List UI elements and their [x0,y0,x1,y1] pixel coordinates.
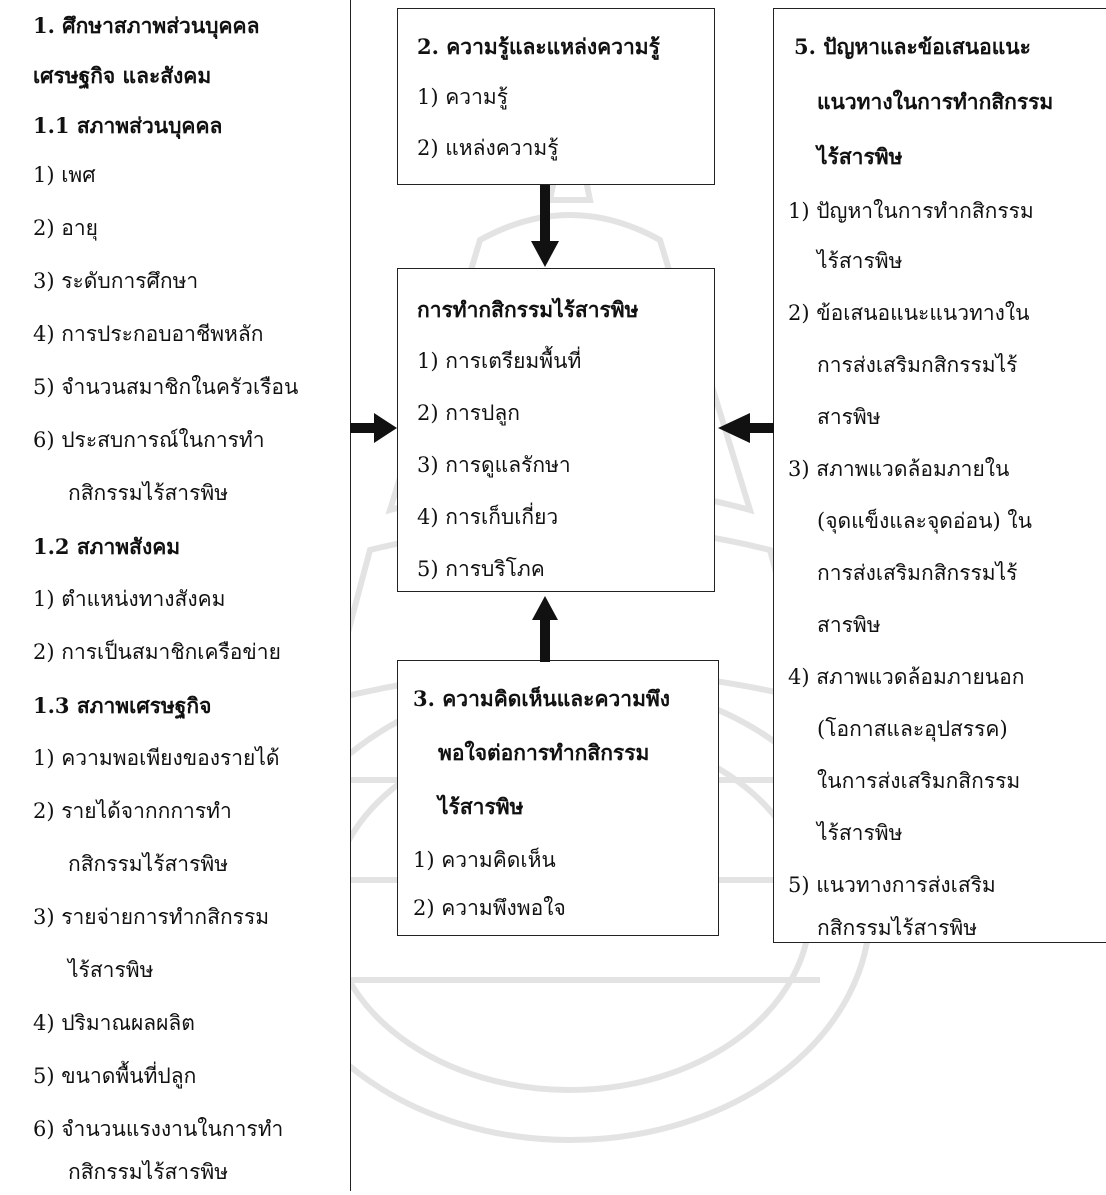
list-item: 2) ความพึงพอใจ [413,896,566,920]
box-organic-farming: การทำกสิกรรมไร้สารพิษ 1) การเตรียมพื้นที… [397,268,715,592]
list-item: 1) การเตรียมพื้นที่ [417,349,582,373]
list-item: 1) ตำแหน่งทางสังคม [33,587,226,611]
list-item: 1) เพศ [33,163,96,187]
list-item: 4) การประกอบอาชีพหลัก [33,322,264,346]
box1-title-line1: 1. ศึกษาสภาพส่วนบุคคล [33,13,260,38]
list-item-continuation: (จุดแข็งและจุดอ่อน) ใน [817,509,1032,533]
list-item: 2) อายุ [33,216,98,240]
box2-title: 2. ความรู้และแหล่งความรู้ [417,34,660,59]
list-item: 2) ข้อเสนอแนะแนวทางใน [788,301,1030,325]
list-item: 2) แหล่งความรู้ [417,136,559,160]
section-1-2-heading: 1.2 สภาพสังคม [33,534,181,559]
arrow-up-icon [532,596,558,662]
list-item-continuation: ในการส่งเสริมกสิกรรม [817,769,1021,793]
list-item: 5) จำนวนสมาชิกในครัวเรือน [33,375,299,399]
arrow-left-icon [718,413,774,443]
list-item-continuation: ไร้สารพิษ [68,958,154,982]
section-1-1-heading: 1.1 สภาพส่วนบุคคล [33,113,223,138]
list-item: 2) รายได้จากกการทำ [33,799,232,823]
box-knowledge-sources: 2. ความรู้และแหล่งความรู้ 1) ความรู้ 2) … [397,8,715,185]
list-item: 1) ปัญหาในการทำกสิกรรม [788,199,1034,223]
arrow-right-icon [350,413,397,443]
list-item: 1) ความคิดเห็น [413,848,556,872]
list-item: 3) สภาพแวดล้อมภายใน [788,457,1010,481]
box3-title-line2: พอใจต่อการทำกสิกรรม [438,740,650,765]
list-item: 2) การปลูก [417,401,520,425]
list-item: 6) ประสบการณ์ในการทำ [33,428,265,452]
list-item: 5) การบริโภค [417,557,545,581]
box-problems-suggestions: 5. ปัญหาและข้อเสนอแนะ แนวทางในการทำกสิกร… [773,8,1106,943]
list-item: 5) ขนาดพื้นที่ปลูก [33,1064,197,1088]
list-item: 3) การดูแลรักษา [417,453,571,477]
center-title: การทำกสิกรรมไร้สารพิษ [417,297,639,322]
box-opinion-satisfaction: 3. ความคิดเห็นและความพึง พอใจต่อการทำกสิ… [397,660,719,936]
list-item: 1) ความพอเพียงของรายได้ [33,746,280,770]
list-item-continuation: ไร้สารพิษ [817,249,903,273]
list-item-continuation: กสิกรรมไร้สารพิษ [68,852,229,876]
box5-title-line1: 5. ปัญหาและข้อเสนอแนะ [794,34,1031,59]
arrow-down-icon [531,185,559,267]
box5-title-line3: ไร้สารพิษ [817,144,903,169]
list-item: 5) แนวทางการส่งเสริม [788,873,996,897]
list-item-continuation: การส่งเสริมกสิกรรมไร้ [817,353,1018,377]
list-item: 1) ความรู้ [417,85,508,109]
list-item-continuation: สารพิษ [817,613,881,637]
list-item-continuation: กสิกรรมไร้สารพิษ [68,1160,229,1184]
list-item-continuation: สารพิษ [817,405,881,429]
list-item-continuation: (โอกาสและอุปสรรค) [817,717,1008,741]
list-item-continuation: กสิกรรมไร้สารพิษ [817,916,978,940]
list-item: 4) สภาพแวดล้อมภายนอก [788,665,1025,689]
box3-title-line1: 3. ความคิดเห็นและความพึง [413,686,671,711]
box1-title-line2: เศรษฐกิจ และสังคม [33,63,212,88]
list-item: 4) การเก็บเกี่ยว [417,505,559,529]
list-item: 3) รายจ่ายการทำกสิกรรม [33,905,270,929]
list-item-continuation: การส่งเสริมกสิกรรมไร้ [817,561,1018,585]
list-item-continuation: ไร้สารพิษ [817,821,903,845]
list-item: 4) ปริมาณผลผลิต [33,1011,195,1035]
list-item-continuation: กสิกรรมไร้สารพิษ [68,481,229,505]
section-1-3-heading: 1.3 สภาพเศรษฐกิจ [33,693,212,718]
list-item: 3) ระดับการศึกษา [33,269,199,293]
list-item: 6) จำนวนแรงงานในการทำ [33,1117,284,1141]
box-personal-economic-social: 1. ศึกษาสภาพส่วนบุคคล เศรษฐกิจ และสังคม … [0,0,351,1191]
box5-title-line2: แนวทางในการทำกสิกรรม [817,89,1054,114]
list-item: 2) การเป็นสมาชิกเครือข่าย [33,640,281,664]
box3-title-line3: ไร้สารพิษ [438,794,524,819]
